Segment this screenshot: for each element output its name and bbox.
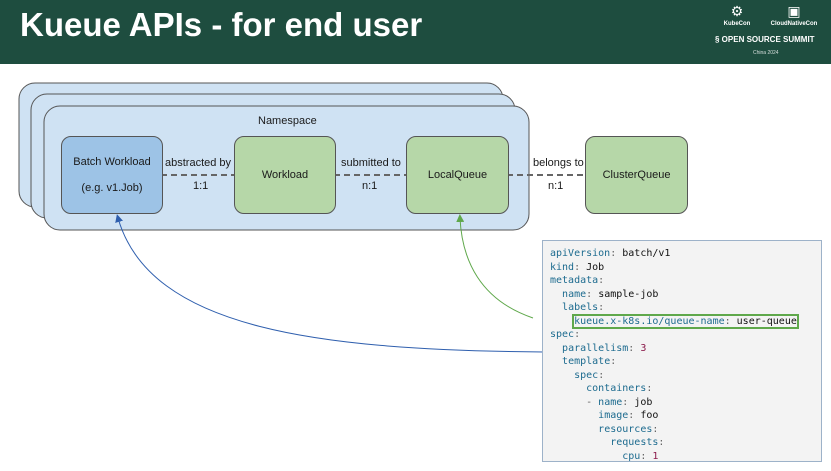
localqueue-node: LocalQueue <box>406 136 509 214</box>
edge-cardinality-n-1-submitted: n:1 <box>362 180 378 192</box>
event-logos: ⚙ KubeCon ▣ CloudNativeCon § OPEN SOURCE… <box>713 2 825 62</box>
cncf-logo: ▣ CloudNativeCon <box>765 2 823 28</box>
yaml-line: image: foo <box>598 410 659 421</box>
edge-label-submitted-to: submitted to <box>341 157 401 169</box>
cncf-icon: ▣ <box>787 3 801 19</box>
yaml-line: spec: <box>550 329 581 340</box>
yaml-line: apiVersion: batch/v1 <box>550 248 671 259</box>
yaml-line: labels: <box>562 302 605 313</box>
yaml-line: resources: <box>598 423 659 435</box>
edge-label-abstracted-by: abstracted by <box>165 157 232 169</box>
workload-node: Workload <box>234 136 336 214</box>
yaml-line: - name: job <box>586 396 653 408</box>
yaml-line: kind: Job <box>550 261 605 273</box>
summit-subtitle: China 2024 <box>753 50 779 56</box>
queue-name-highlight: kueue.x-k8s.io/queue-name: user-queue <box>572 313 799 329</box>
clusterqueue-label: ClusterQueue <box>602 169 671 181</box>
yaml-line: parallelism: 3 <box>562 342 647 354</box>
spec-to-job-arrow <box>115 214 545 353</box>
yaml-line: name: sample-job <box>562 288 659 300</box>
batch-workload-title: Batch Workload <box>73 156 151 168</box>
title-bar: Kueue APIs - for end user ⚙ KubeCon ▣ Cl… <box>0 0 831 64</box>
yaml-line: containers: <box>586 383 653 394</box>
label-to-localqueue-arrow <box>456 214 534 319</box>
kubecon-icon: ⚙ <box>730 3 744 19</box>
yaml-line: metadata: <box>550 275 605 286</box>
localqueue-label: LocalQueue <box>427 169 488 181</box>
workload-label: Workload <box>261 169 309 181</box>
batch-workload-example: (e.g. v1.Job) <box>81 182 143 194</box>
summit-logo: § OPEN SOURCE SUMMIT <box>715 35 815 44</box>
yaml-line: template: <box>562 356 617 367</box>
edge-cardinality-1-1: 1:1 <box>193 180 209 192</box>
slide-title: Kueue APIs - for end user <box>20 6 423 43</box>
yaml-line: cpu: 1 <box>622 450 659 462</box>
yaml-line: spec: <box>574 369 605 381</box>
edge-label-belongs-to: belongs to <box>533 157 584 169</box>
clusterqueue-node: ClusterQueue <box>585 136 688 214</box>
yaml-line: requests: <box>610 437 665 448</box>
edge-cardinality-n-1-belongs: n:1 <box>548 180 564 192</box>
job-yaml-code-block: apiVersion: batch/v1 kind: Job metadata: n… <box>542 240 822 462</box>
batch-workload-node: Batch Workload (e.g. v1.Job) <box>61 136 163 214</box>
kubecon-logo: ⚙ KubeCon <box>717 2 757 28</box>
yaml-line-queue-name-label: kueue.x-k8s.io/queue-name: user-queue <box>550 313 821 329</box>
namespace-label: Namespace <box>258 115 317 127</box>
